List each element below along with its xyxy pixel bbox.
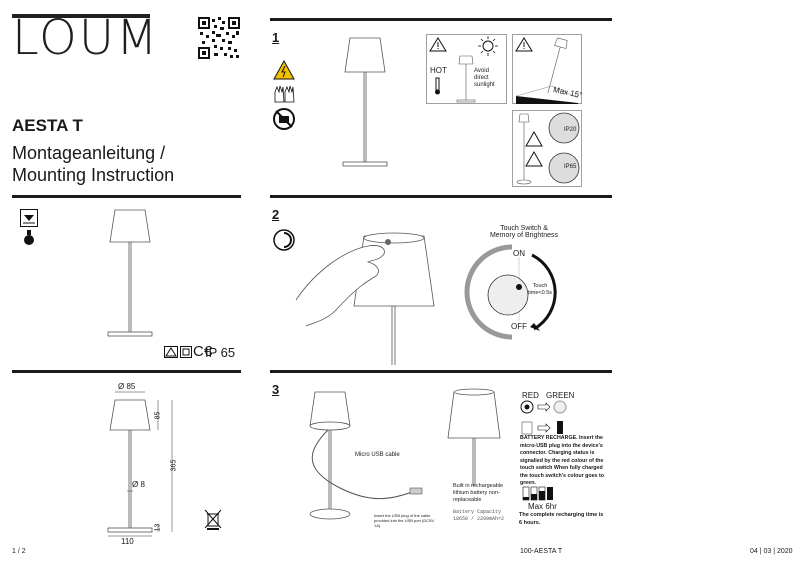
on-label: ON [513,249,525,258]
double-insulation-icon [180,346,192,358]
battery-builtin-label: Built in rechargeable lithium battery no… [453,483,504,503]
battery-capacity-label: Battery Capacity [453,509,502,515]
hot-label: HOT [430,66,447,75]
ip-rating: IP 65 [205,345,236,360]
bulb-icon [24,230,34,245]
logo-top-bar [12,14,150,18]
warning-box-heat [426,34,507,104]
ip20-label: IP20 [564,127,577,133]
weee-bin-icon [204,509,222,530]
touch-switch-title-line1: Touch Switch & [500,225,548,232]
ip65-label: IP65 [564,164,577,170]
battery-recharge-text: BATTERY RECHARGE. Insert the micro-USB p… [520,435,604,486]
warning-box-tilt [512,34,582,104]
hand-touch-drawing [295,232,435,365]
dimmer-icon [273,229,295,251]
battery-levels-icon [522,486,553,501]
touch-switch-title-line2: Memory of Brightness [489,232,559,239]
subtitle-line-2: Mounting Instruction [12,165,175,185]
lamp-drawing-step1 [342,37,388,167]
lamp-dimension-drawing [107,391,173,537]
lamp-usb-drawing [309,391,423,520]
dim-diameter-top: Ø 85 [118,382,136,391]
divider-step3 [270,370,612,373]
qr-code-icon [198,17,240,59]
subtitle: Montageanleitung / Mounting Instruction [12,142,174,186]
recharge-complete-text: The complete recharging time is 6 hours. [519,512,604,526]
page-number: 1 / 2 [12,548,26,555]
off-label: OFF [511,322,527,331]
doc-id: 100-AESTA T [520,548,563,555]
step-1-number: 1 [272,30,280,45]
no-water-icon [273,108,295,130]
touch-time: time<0.5s [528,290,552,296]
lamp-drawing-left [107,209,153,337]
charge-status-indicators [520,400,567,435]
battery-capacity: 18650 / 2200mAh×2 [453,516,505,522]
divider-step1 [270,18,612,21]
red-label: RED [522,391,539,400]
class-iii-icon [164,346,178,358]
ip-warning-box [512,110,582,187]
lamp-shade-drawing [447,388,501,486]
usb-cable-label: Micro USB cable [355,452,400,458]
divider-left-1 [12,195,241,198]
brand-logo: LOUM [12,10,160,66]
usb-plug-note: Insert the USB plug of the cable provide… [374,513,435,528]
max-charge-time: Max 6hr [528,502,557,511]
touch-cycle-diagram [464,244,557,340]
product-title: AESTA T [12,116,83,135]
touch-switch-title: Touch Switch & Memory of Brightness [482,225,566,239]
dim-base-width: 110 [121,537,134,546]
doc-date: 04 | 03 | 2020 [750,548,793,555]
divider-step2 [270,195,612,198]
ce-mark: C€ [193,343,213,360]
dim-diameter-stem: Ø 8 [132,480,145,489]
electric-hazard-icon [273,59,295,80]
step-3-number: 3 [272,382,280,397]
gloves-icon [274,85,295,103]
surface-mount-icon [20,209,38,227]
subtitle-line-1: Montageanleitung / [12,143,166,163]
touch-note: Touch time<0.5s [528,283,552,297]
divider-left-2 [12,370,241,373]
avoid-sunlight-label: Avoid direct sunlight [474,68,495,88]
step-2-number: 2 [272,207,280,222]
touch-note-line1: Touch [532,283,548,289]
green-label: GREEN [546,391,575,400]
